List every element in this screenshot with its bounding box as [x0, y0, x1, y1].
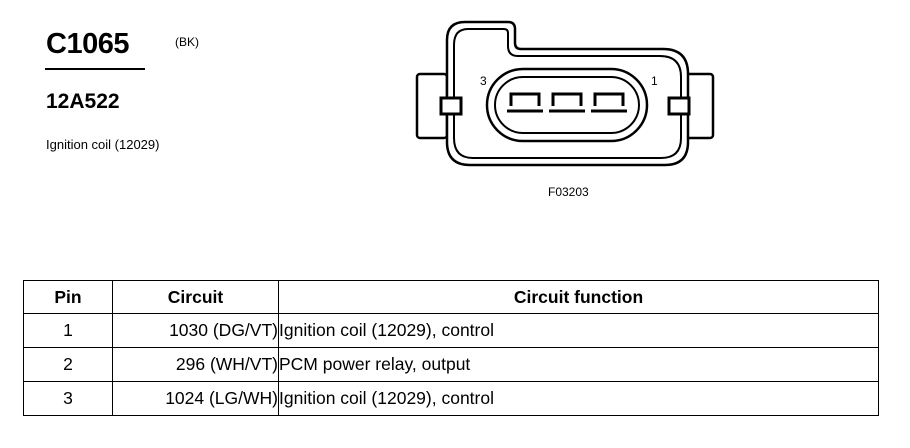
connector-color: (BK): [175, 35, 199, 49]
header-circuit: Circuit: [112, 280, 279, 314]
terminal-cavity-inner: [494, 76, 640, 134]
connector-face-diagram: 3 1: [415, 20, 715, 167]
pin-table: Pin Circuit Circuit function 1 1030 (DG/…: [23, 280, 879, 416]
circuit-cell: 1030 (DG/VT): [112, 313, 279, 348]
function-cell: Ignition coil (12029), control: [278, 381, 879, 416]
pin-label-left: 3: [480, 74, 487, 88]
table-row: 1 1030 (DG/VT) Ignition coil (12029), co…: [23, 313, 879, 348]
function-cell: Ignition coil (12029), control: [278, 313, 879, 348]
connector-description: Ignition coil (12029): [46, 137, 160, 152]
part-number: 12A522: [46, 90, 120, 113]
terminal-pin-2: [549, 92, 585, 113]
pin-label-right: 1: [651, 74, 658, 88]
right-latch-nub: [667, 96, 691, 116]
pin-cell: 3: [23, 381, 113, 416]
header-pin: Pin: [23, 280, 113, 314]
pin-cell: 2: [23, 347, 113, 382]
circuit-cell: 296 (WH/VT): [112, 347, 279, 382]
terminal-pin-3: [507, 92, 543, 113]
figure-id: F03203: [548, 185, 589, 199]
connector-id: C1065: [46, 28, 129, 60]
left-latch-nub: [439, 96, 463, 116]
table-header-row: Pin Circuit Circuit function: [23, 280, 879, 314]
function-cell: PCM power relay, output: [278, 347, 879, 382]
terminal-cavity-outer: [485, 67, 649, 143]
connector-id-underline: [45, 68, 145, 70]
pin-cell: 1: [23, 313, 113, 348]
terminal-pin-1: [591, 92, 627, 113]
table-row: 2 296 (WH/VT) PCM power relay, output: [23, 347, 879, 382]
table-row: 3 1024 (LG/WH) Ignition coil (12029), co…: [23, 381, 879, 416]
circuit-cell: 1024 (LG/WH): [112, 381, 279, 416]
connector-housing-inner: [453, 28, 682, 159]
header-circuit-function: Circuit function: [278, 280, 879, 314]
